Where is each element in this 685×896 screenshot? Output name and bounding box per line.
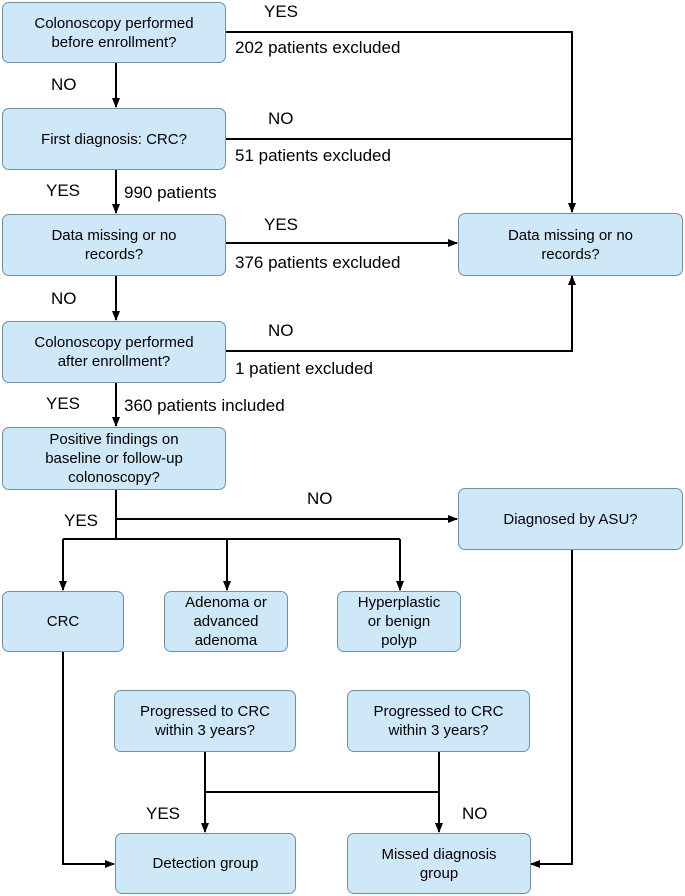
label-excluded-1: 1 patient excluded: [235, 359, 373, 378]
label-no-data-missing: NO: [51, 289, 77, 308]
label-yes-positive: YES: [64, 511, 99, 530]
node-missed-group: Missed diagnosis group: [347, 833, 531, 894]
label-included-360: 360 patients included: [124, 396, 285, 415]
label-yes-first-diagnosis: YES: [46, 181, 81, 200]
node-detection-group: Detection group: [115, 833, 296, 894]
label-excluded-376: 376 patients excluded: [235, 253, 401, 272]
node-data-missing-left: Data missing or no records?: [2, 214, 226, 276]
node-positive-findings: Positive findings on baseline or follow-…: [2, 427, 226, 490]
node-first-diagnosis: First diagnosis: CRC?: [2, 108, 226, 170]
edge-asu-to-missed: [530, 550, 573, 868]
label-yes-before: YES: [264, 2, 299, 21]
label-yes-after: YES: [46, 394, 81, 413]
label-yes-progressed: YES: [146, 804, 181, 823]
label-excluded-202: 202 patients excluded: [235, 38, 401, 57]
label-patients-990: 990 patients: [124, 183, 217, 202]
node-crc: CRC: [2, 591, 124, 652]
label-yes-data-missing: YES: [264, 215, 299, 234]
label-no-before: NO: [51, 75, 77, 94]
edge-after-no: [226, 275, 576, 352]
node-hyperplastic: Hyperplastic or benign polyp: [337, 591, 461, 652]
label-excluded-51: 51 patients excluded: [235, 146, 391, 165]
node-diagnosed-asu: Diagnosed by ASU?: [458, 488, 683, 550]
edge-before-yes: [226, 31, 576, 213]
edge-crc-to-detection: [62, 652, 115, 868]
node-colonoscopy-before: Colonoscopy performed before enrollment?: [2, 2, 226, 63]
node-progressed-right: Progressed to CRC within 3 years?: [347, 690, 530, 752]
label-no-after: NO: [268, 321, 294, 340]
label-no-positive: NO: [307, 489, 333, 508]
node-adenoma: Adenoma or advanced adenoma: [164, 591, 288, 652]
node-data-missing-right: Data missing or no records?: [458, 213, 683, 276]
label-no-first-diagnosis: NO: [268, 109, 294, 128]
node-progressed-left: Progressed to CRC within 3 years?: [114, 690, 296, 752]
label-no-progressed: NO: [462, 804, 488, 823]
node-colonoscopy-after: Colonoscopy performed after enrollment?: [2, 321, 226, 383]
